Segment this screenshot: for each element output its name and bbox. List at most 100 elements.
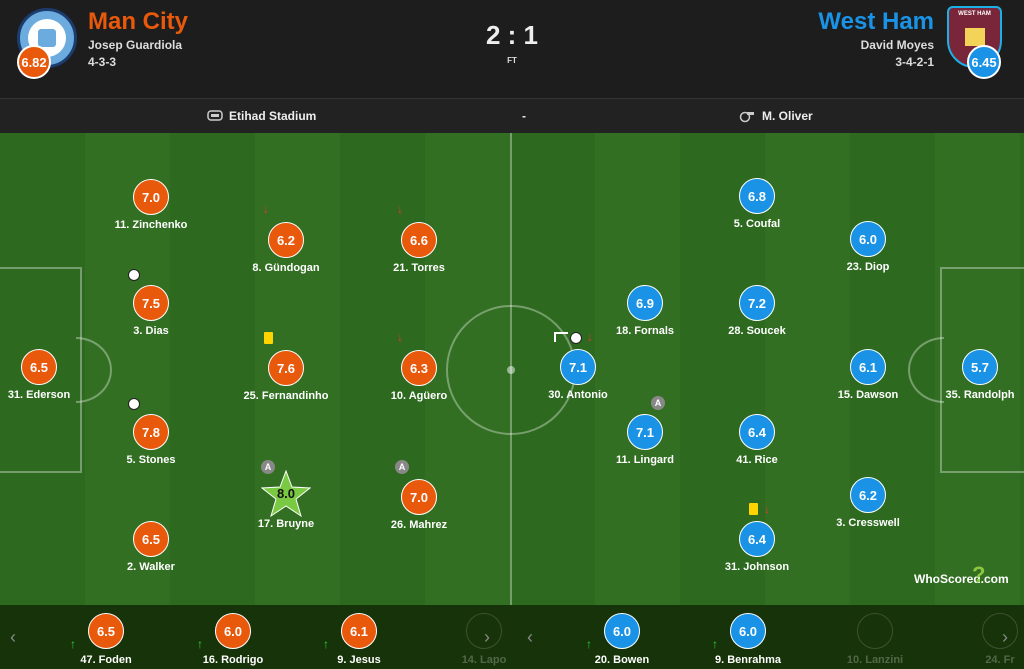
ball-icon xyxy=(128,269,140,283)
player-name: 23. Diop xyxy=(846,261,890,273)
chevron-right-icon[interactable]: › xyxy=(1002,627,1008,647)
arrow-up-icon: ↑ xyxy=(323,637,329,651)
player-rating: 6.9 xyxy=(627,285,663,321)
player-rating: 7.8 xyxy=(133,414,169,450)
player-rating: 6.1 xyxy=(850,349,886,385)
player-stones[interactable]: 7.8 5. Stones xyxy=(96,414,206,474)
player-antonio[interactable]: 7.1 30. Antonio xyxy=(523,349,633,409)
stadium-icon xyxy=(207,110,223,121)
player-fornals[interactable]: 6.9 18. Fornals xyxy=(590,285,700,345)
player-rating: 7.5 xyxy=(133,285,169,321)
player-name: 41. Rice xyxy=(736,454,778,466)
sub-lanzini[interactable]: 10. Lanzini xyxy=(825,613,925,669)
home-team-rating: 6.82 xyxy=(17,45,51,79)
player-name: 15. Dawson xyxy=(837,389,899,401)
player-name: 5. Stones xyxy=(126,454,176,466)
sub-laporte[interactable]: 14. Lapo xyxy=(434,613,534,669)
away-manager: David Moyes xyxy=(860,38,934,52)
sub-name: 47. Foden xyxy=(80,654,132,666)
arrow-up-icon: ↑ xyxy=(197,637,203,651)
chevron-right-icon[interactable]: › xyxy=(484,627,490,647)
player-rating: 8.0 xyxy=(276,486,296,501)
match-score: 2 : 1 xyxy=(485,20,539,50)
player-rating: 7.6 xyxy=(268,350,304,386)
sub-foden[interactable]: 6.5↑47. Foden xyxy=(56,613,156,669)
player-name: 35. Randolph xyxy=(945,389,1015,401)
player-name: 8. Gündogan xyxy=(252,262,320,274)
away-team-name[interactable]: West Ham xyxy=(818,8,934,35)
home-formation: 4-3-3 xyxy=(88,55,117,69)
sub-rodrigo[interactable]: 6.0 ↑ 16. Rodrigo xyxy=(183,613,283,669)
player-name: 17. Bruyne xyxy=(257,518,315,530)
player-dawson[interactable]: 6.1 15. Dawson xyxy=(813,349,923,409)
referee-name: M. Oliver xyxy=(762,109,813,123)
player-rating: 6.0 xyxy=(850,221,886,257)
player-bruyne[interactable]: 8.0 17. Bruyne xyxy=(231,469,341,538)
match-status: FT xyxy=(507,56,517,65)
chevron-left-icon[interactable]: ‹ xyxy=(10,627,16,647)
whistle-icon xyxy=(739,111,754,123)
player-name: 18. Fornals xyxy=(615,325,675,337)
sub-fredericks[interactable]: 24. Fr xyxy=(950,613,1024,669)
match-header: 6.82 Man City Josep Guardiola 4-3-3 2 : … xyxy=(0,0,1024,98)
player-rating: 6.5 xyxy=(133,521,169,557)
match-info-bar: Etihad Stadium - M. Oliver xyxy=(0,98,1024,134)
player-rating: 7.1 xyxy=(560,349,596,385)
captain-badge: A xyxy=(261,460,275,474)
player-diop[interactable]: 6.0 23. Diop xyxy=(813,221,923,281)
sub-bowen[interactable]: 6.0↑20. Bowen xyxy=(572,613,672,669)
player-name: 21. Torres xyxy=(393,262,445,274)
player-rating: 6.5 xyxy=(21,349,57,385)
sub-name: 10. Lanzini xyxy=(846,654,904,666)
arrow-down-icon: ↓ xyxy=(397,330,403,344)
player-rating: 6.2 xyxy=(268,222,304,258)
arrow-down-icon: ↓ xyxy=(263,202,269,216)
chevron-left-icon[interactable]: ‹ xyxy=(527,627,533,647)
home-team-name[interactable]: Man City xyxy=(88,8,189,35)
player-gundogan[interactable]: 6.2 8. Gündogan xyxy=(231,222,341,282)
sub-rating: 6.0 xyxy=(604,613,640,649)
sub-rating xyxy=(466,613,502,649)
sub-name: 24. Fr xyxy=(985,654,1015,666)
player-rating: 7.1 xyxy=(627,414,663,450)
player-rating: 7.2 xyxy=(739,285,775,321)
sub-rating: 6.1 xyxy=(341,613,377,649)
ball-icon xyxy=(570,332,582,346)
arrow-up-icon: ↑ xyxy=(586,637,592,651)
player-name: 11. Zinchenko xyxy=(114,219,188,231)
player-name: 31. Johnson xyxy=(724,561,790,573)
sub-benrahma[interactable]: 6.0↑9. Benrahma xyxy=(698,613,798,669)
yellow-card-icon xyxy=(749,503,758,517)
sub-name: 16. Rodrigo xyxy=(202,654,264,666)
sub-rating: 6.0 xyxy=(730,613,766,649)
sub-rating: 6.0 xyxy=(215,613,251,649)
player-name: 30. Antonio xyxy=(548,389,608,401)
captain-badge: A xyxy=(395,460,409,474)
whoscored-logo[interactable]: WhoScored.com? xyxy=(914,562,1009,587)
away-team-rating: 6.45 xyxy=(967,45,1001,79)
player-name: 26. Mahrez xyxy=(390,519,448,531)
captain-badge: A xyxy=(651,396,665,410)
player-name: 5. Coufal xyxy=(733,218,781,230)
arrow-up-icon: ↑ xyxy=(712,637,718,651)
arrow-down-icon: ↓ xyxy=(397,202,403,216)
sub-rating xyxy=(982,613,1018,649)
sub-rating: 6.5 xyxy=(88,613,124,649)
sub-jesus[interactable]: 6.1 ↑ 9. Jesus xyxy=(309,613,409,669)
sub-name: 9. Jesus xyxy=(337,654,381,666)
